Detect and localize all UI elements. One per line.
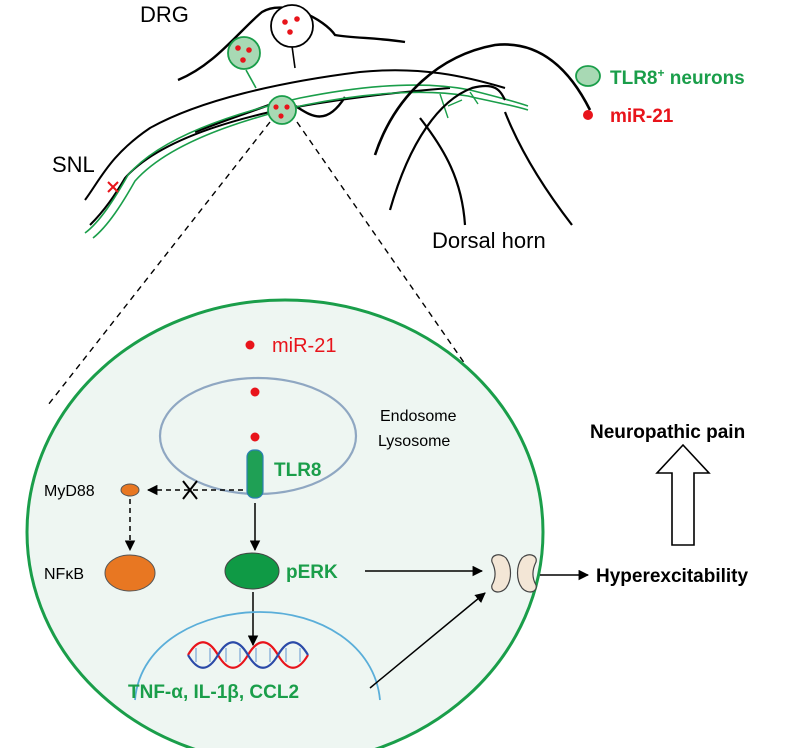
zoom-line-left	[47, 121, 271, 406]
myd88-label: MyD88	[44, 483, 95, 500]
tlr8-label: TLR8	[274, 460, 322, 481]
dorsal-horn-label: Dorsal horn	[432, 228, 546, 253]
legend-mir21-dot	[583, 110, 593, 120]
drg-label: DRG	[140, 2, 189, 27]
tlr8-receptor	[246, 449, 264, 499]
mir21-dot-endosome-2	[250, 432, 260, 442]
cytokines-label: TNF-α, IL-1β, CCL2	[128, 682, 299, 703]
axon-green-1	[84, 84, 529, 234]
legend: TLR8+ neurons miR-21	[575, 65, 745, 127]
dna-helix-icon	[187, 641, 309, 669]
dorsal-horn-curve	[419, 117, 467, 226]
block-x-mark	[182, 480, 198, 500]
spinal-cord-outer	[373, 43, 592, 156]
legend-tlr8-neuron-swatch	[575, 65, 601, 87]
neuron-stem-1	[245, 69, 257, 89]
axon-green-2	[92, 91, 529, 239]
mir21-cell-label: miR-21	[272, 335, 336, 357]
zoom-line-right	[296, 121, 491, 401]
nerve-outline-upper	[84, 69, 506, 201]
legend-mir21-label: miR-21	[610, 106, 674, 127]
mir21-dot-cytoplasm	[245, 340, 255, 350]
perk-label: pERK	[286, 562, 338, 583]
neuropathic-pain-label: Neuropathic pain	[590, 422, 745, 443]
anatomy-section: DRG SNL Dorsal horn	[52, 2, 592, 253]
cytokines-to-channel-arrow	[369, 592, 486, 689]
snl-injury-mark	[107, 181, 119, 193]
open-up-arrow	[655, 443, 711, 546]
neuron-tlr8-1	[227, 36, 261, 70]
endosome-label: Endosome	[380, 408, 457, 425]
nucleus-boundary	[134, 611, 381, 701]
neuron-stem-2	[291, 45, 296, 69]
nfkb-node	[104, 554, 156, 592]
spinal-cord-inner	[388, 84, 506, 211]
snl-label: SNL	[52, 152, 95, 177]
ion-channel-icon	[491, 554, 537, 593]
hyperexcitability-label: Hyperexcitability	[596, 566, 748, 587]
perk-node	[224, 552, 280, 590]
nfkb-label: NFκB	[44, 566, 84, 583]
mir21-dot-endosome-1	[250, 387, 260, 397]
lysosome-label: Lysosome	[378, 433, 450, 450]
cell: Endosome Lysosome miR-21 TLR8 MyD88 NFκB…	[25, 298, 545, 748]
dorsal-horn-edge	[503, 111, 573, 226]
cell-body	[25, 298, 545, 748]
myd88-node	[120, 483, 140, 497]
neuron-tlr8-2	[267, 95, 297, 125]
neuron-white	[270, 4, 314, 48]
legend-tlr8-label: TLR8+ neurons	[610, 66, 745, 89]
